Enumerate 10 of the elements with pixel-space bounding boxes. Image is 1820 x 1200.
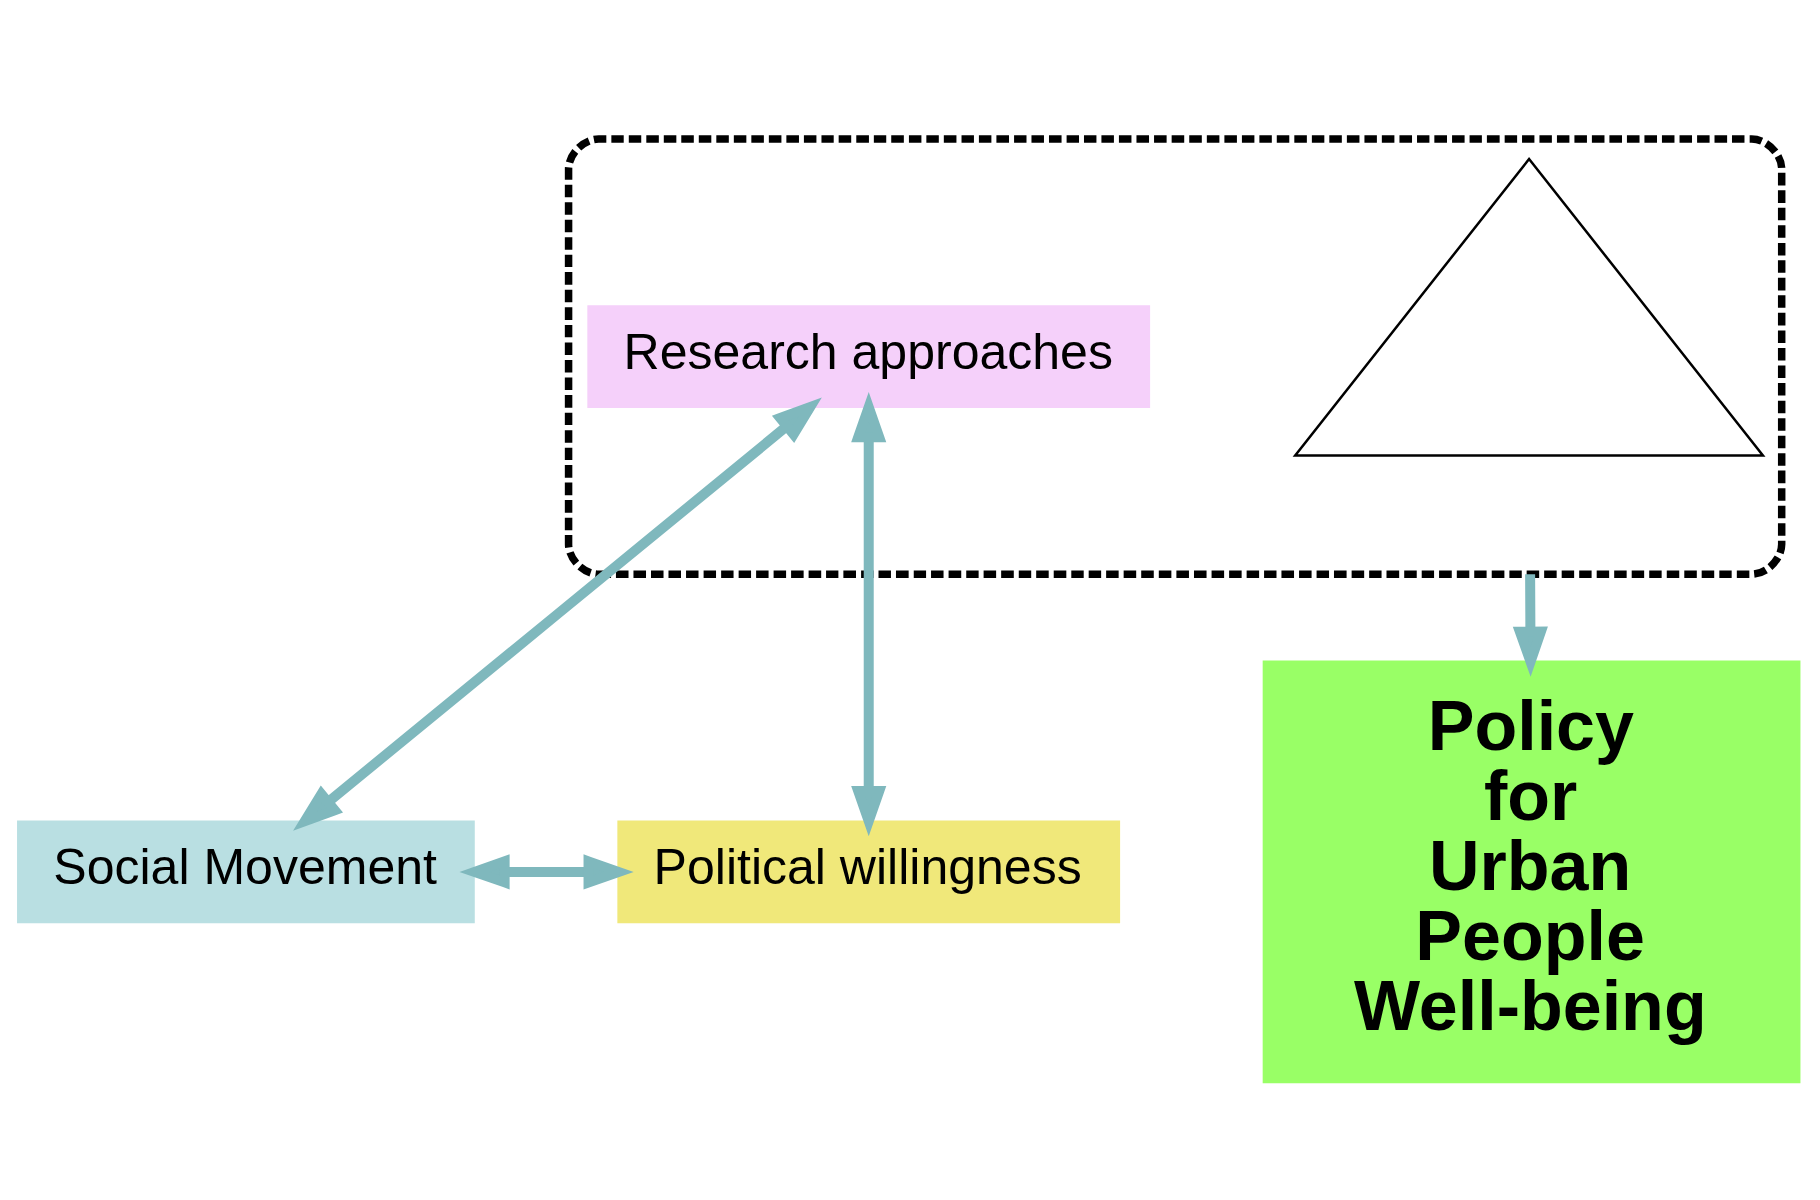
node-box: Social Movement — [17, 820, 475, 923]
arrow — [459, 853, 634, 889]
node-box: Research approaches — [587, 304, 1151, 408]
cluster — [564, 134, 1786, 578]
arrow — [851, 391, 887, 836]
node-triangle — [1292, 156, 1766, 457]
node-box: Policy for Urban People Well-being — [1262, 660, 1801, 1083]
node-box: Political willingness — [617, 820, 1121, 923]
arrow — [1512, 573, 1548, 677]
arrow — [293, 397, 822, 831]
